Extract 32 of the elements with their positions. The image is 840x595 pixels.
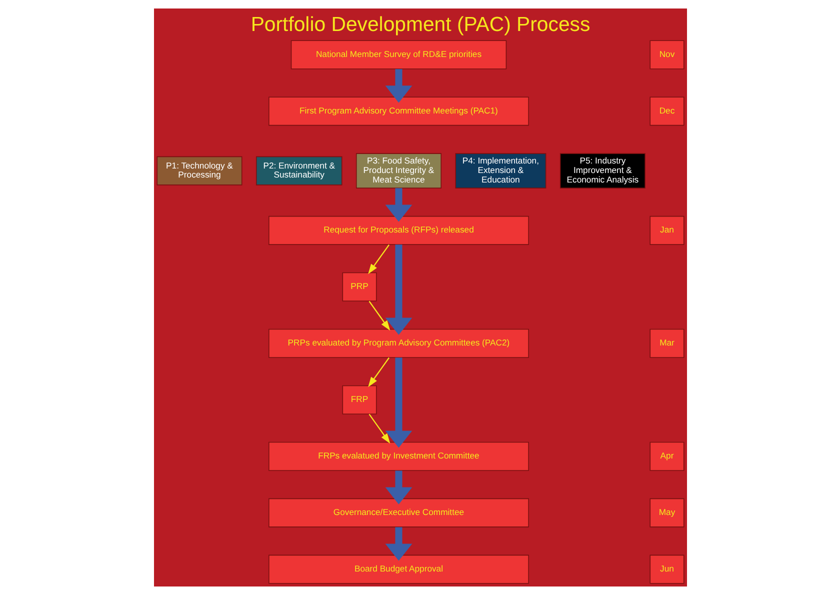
arrow — [368, 357, 390, 388]
arrow — [384, 527, 412, 561]
node-box: P2: Environment & Sustainability — [255, 156, 342, 186]
node-box: PRPs evaluated by Program Advisory Committees (PAC2) — [268, 328, 528, 358]
arrow — [368, 414, 390, 444]
node-box: Governance/Executive Committee — [268, 498, 528, 528]
arrow — [368, 244, 390, 274]
node-box: Apr — [649, 442, 684, 471]
node-box: Jan — [649, 216, 684, 245]
node-box: National Member Survey of RD&E priorities — [290, 40, 506, 70]
node-box: PRP — [342, 272, 376, 302]
arrow — [384, 358, 412, 448]
diagram-title: Portfolio Development (PAC) Process — [250, 14, 590, 36]
node-box: P3: Food Safety, Product Integrity & Meat Science — [355, 153, 441, 188]
arrow — [384, 470, 412, 504]
node-box: FRPs evalatued by Investment Committee — [268, 442, 528, 471]
arrow — [368, 300, 390, 331]
node-box: Request for Proposals (RFPs) released — [268, 216, 528, 245]
arrow — [384, 244, 412, 335]
node-box: First Program Advisory Committee Meetings (PAC1) — [268, 96, 528, 126]
node-box: P1: Technology & Processing — [156, 156, 242, 186]
node-box: Dec — [649, 96, 684, 126]
node-box: Mar — [649, 328, 684, 358]
node-box: Jun — [649, 554, 684, 584]
arrow — [384, 69, 412, 103]
node-box: May — [649, 498, 684, 528]
node-box: Board Budget Approval — [268, 554, 528, 584]
node-box: P4: Implementation, Extension & Education — [454, 153, 546, 188]
node-box: FRP — [342, 385, 376, 414]
arrow — [384, 188, 412, 222]
node-box: Nov — [649, 40, 684, 70]
node-box: P5: Industry Improvement & Economic Analysis — [559, 153, 645, 188]
